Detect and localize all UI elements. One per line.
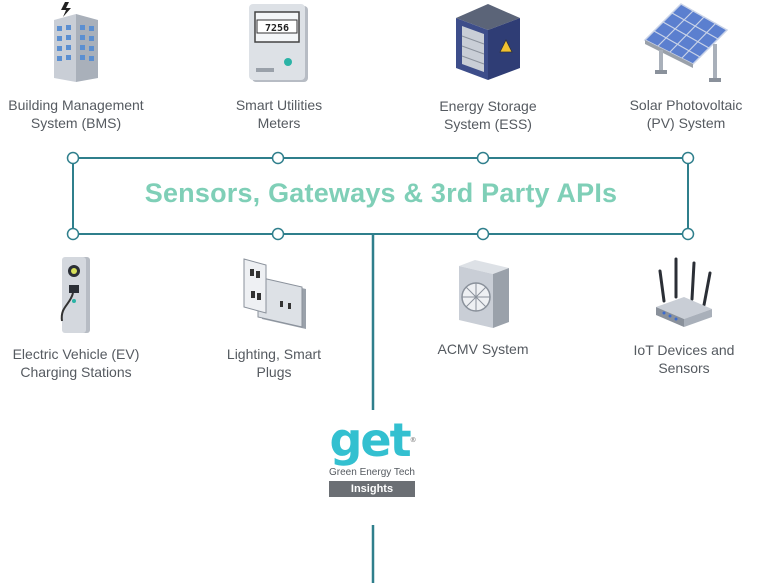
node-iot: IoT Devices and Sensors [610,255,758,377]
hub-connector [271,151,285,165]
hub-title: Sensors, Gateways & 3rd Party APIs [144,178,618,208]
battery-storage-icon [456,4,520,80]
solar-panel-icon [643,3,729,82]
smart-plug-icon [243,258,306,329]
node-bms: Building Management System (BMS) [0,0,152,132]
brand-badge: Insights [328,481,416,497]
brand-tagline: Green Energy Tech [329,467,415,478]
brand-logo: get® [329,413,416,467]
node-smart-meters: 7256 Smart Utilities Meters [204,0,354,132]
hub-connector [66,151,80,165]
node-label: ACMV System [437,341,529,357]
hub-box [72,157,689,235]
node-lighting-plugs: Lighting, Smart Plugs [204,255,344,381]
hub-connector [681,151,695,165]
hub-connector [476,151,490,165]
node-label: Solar Photovoltaic (PV) System [629,97,743,131]
hvac-unit-icon [459,260,509,328]
router-icon [656,257,712,327]
hub-connector [66,227,80,241]
node-label: IoT Devices and Sensors [633,342,735,376]
node-label: Electric Vehicle (EV) Charging Stations [12,346,140,380]
hub-connector [681,227,695,241]
node-pv: Solar Photovoltaic (PV) System [610,0,762,132]
ev-charger-icon [60,257,90,333]
node-label: Smart Utilities Meters [235,97,323,131]
node-ess: Energy Storage System (ESS) [408,0,568,133]
node-label: Energy Storage System (ESS) [439,98,537,132]
get-insights-logo: get® Green Energy Tech Insights [322,415,422,497]
meter-icon: 7256 [249,4,308,82]
meter-reading: 7256 [265,23,289,34]
node-ev-charging: Electric Vehicle (EV) Charging Stations [0,255,152,381]
node-label: Building Management System (BMS) [8,97,144,131]
node-acmv: ACMV System [408,258,558,358]
building-icon [54,2,98,82]
node-label: Lighting, Smart Plugs [226,346,322,380]
hub-connector [271,227,285,241]
hub-connector [476,227,490,241]
